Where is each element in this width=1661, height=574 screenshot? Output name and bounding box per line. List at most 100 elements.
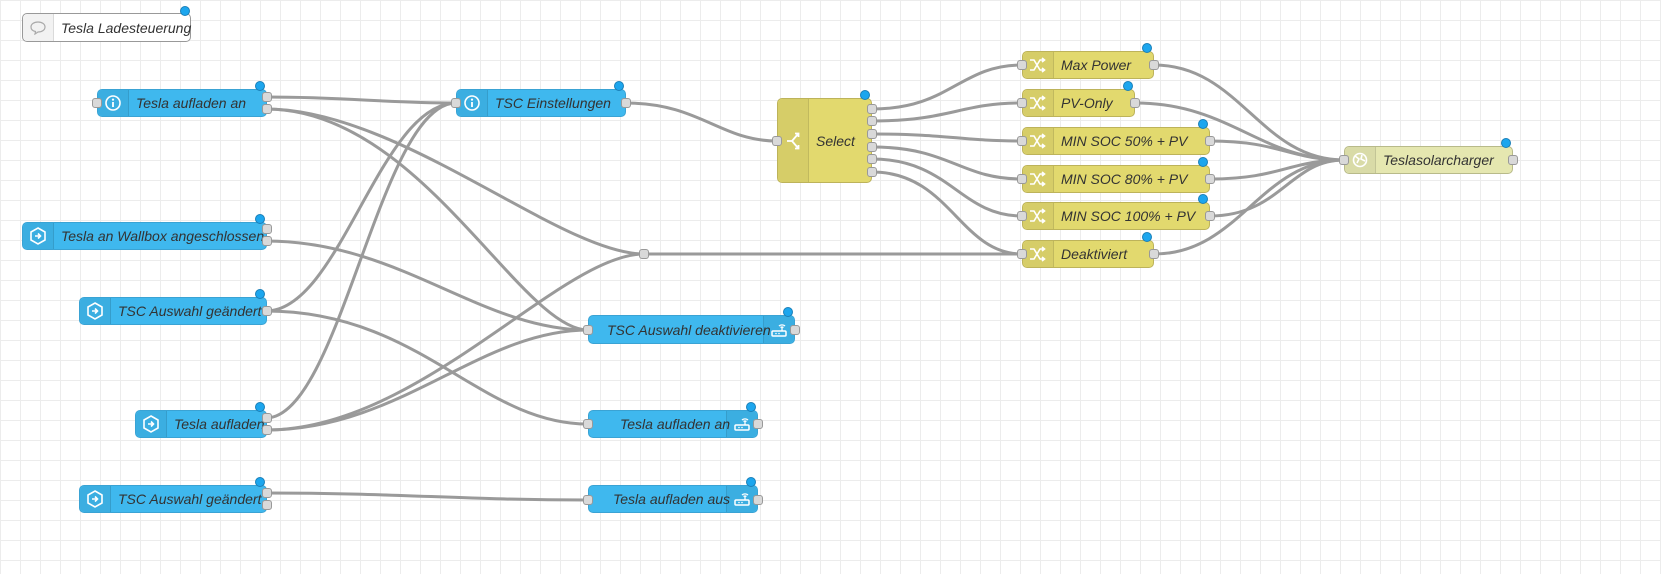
input-port[interactable] <box>1017 249 1027 259</box>
comment-label: Tesla Ladesteuerung <box>61 19 192 36</box>
node-select-switch[interactable]: Select <box>777 98 872 183</box>
output-port[interactable] <box>753 419 763 429</box>
output-port[interactable] <box>867 116 877 126</box>
output-port[interactable] <box>1508 155 1518 165</box>
node-label: TSC Auswahl geändert <box>118 491 262 507</box>
node-tesla-wallbox[interactable]: Tesla an Wallbox angeschlossen <box>22 222 267 250</box>
output-port[interactable] <box>262 500 272 510</box>
node-tesla-aufladen-aus-output[interactable]: Tesla aufladen aus <box>588 485 758 513</box>
node-tesla-aufladen-an-input[interactable]: Tesla aufladen an <box>97 89 267 117</box>
node-deaktiviert[interactable]: Deaktiviert <box>1022 240 1154 268</box>
input-port[interactable] <box>1017 211 1027 221</box>
status-dot <box>746 477 756 487</box>
status-dot <box>180 6 190 16</box>
output-port[interactable] <box>867 154 877 164</box>
input-port[interactable] <box>1017 174 1027 184</box>
input-port[interactable] <box>772 136 782 146</box>
node-min-soc-80[interactable]: MIN SOC 80% + PV <box>1022 165 1210 193</box>
output-port[interactable] <box>262 224 272 234</box>
switch-icon <box>787 132 800 149</box>
node-label: Tesla an Wallbox angeschlossen <box>61 228 265 244</box>
info-icon <box>464 95 480 111</box>
shuffle-icon-area <box>1023 128 1054 154</box>
output-port[interactable] <box>1205 211 1215 221</box>
input-port[interactable] <box>1017 136 1027 146</box>
router-icon-area <box>726 486 757 512</box>
output-port[interactable] <box>262 104 272 114</box>
wire <box>871 101 1023 123</box>
output-port[interactable] <box>262 413 272 423</box>
node-label: Tesla aufladen an <box>620 416 731 432</box>
node-teslasolarcharger[interactable]: Teslasolarcharger <box>1344 146 1513 174</box>
node-min-soc-100[interactable]: MIN SOC 100% + PV <box>1022 202 1210 230</box>
output-port[interactable] <box>1130 98 1140 108</box>
output-port[interactable] <box>1149 249 1159 259</box>
node-label: Select <box>816 132 855 149</box>
comment-icon-area <box>23 14 54 41</box>
info-icon <box>105 95 121 111</box>
node-tsc-einstellungen[interactable]: TSC Einstellungen <box>456 89 626 117</box>
input-port[interactable] <box>1339 155 1349 165</box>
input-port[interactable] <box>1017 60 1027 70</box>
node-tsc-auswahl-geaendert-2[interactable]: TSC Auswahl geändert <box>79 485 267 513</box>
output-port[interactable] <box>753 495 763 505</box>
node-tsc-auswahl-deaktivieren[interactable]: TSC Auswahl deaktivieren <box>588 315 795 344</box>
output-port[interactable] <box>262 236 272 246</box>
output-port[interactable] <box>262 488 272 498</box>
input-port[interactable] <box>583 325 593 335</box>
node-tesla-aufladen-an-output[interactable]: Tesla aufladen an <box>588 410 758 438</box>
info-icon-area <box>98 90 129 116</box>
node-max-power[interactable]: Max Power <box>1022 51 1154 79</box>
router-icon-area <box>726 411 757 437</box>
node-tsc-auswahl-geaendert-1[interactable]: TSC Auswahl geändert <box>79 297 267 325</box>
shuffle-icon-area <box>1023 166 1054 192</box>
output-port[interactable] <box>867 104 877 114</box>
wire <box>871 145 1023 181</box>
output-port[interactable] <box>1149 60 1159 70</box>
node-label: MIN SOC 50% + PV <box>1061 133 1188 149</box>
node-label: TSC Auswahl deaktivieren <box>607 321 771 338</box>
output-port[interactable] <box>1205 136 1215 146</box>
router-icon-area <box>763 316 794 343</box>
input-port[interactable] <box>1017 98 1027 108</box>
node-label: TSC Einstellungen <box>495 95 611 111</box>
input-port[interactable] <box>451 98 461 108</box>
wire <box>265 309 589 426</box>
input-port[interactable] <box>92 98 102 108</box>
output-port[interactable] <box>262 92 272 102</box>
input-port[interactable] <box>583 495 593 505</box>
wire <box>265 107 645 256</box>
output-port[interactable] <box>790 325 800 335</box>
hexagon-icon-area <box>23 223 54 249</box>
status-dot <box>1501 138 1511 148</box>
wire <box>265 491 589 502</box>
router-icon <box>771 323 787 337</box>
output-port[interactable] <box>262 425 272 435</box>
wire <box>265 107 589 332</box>
comment-node[interactable]: Tesla Ladesteuerung <box>22 13 191 42</box>
hexagon-arrow-icon <box>87 302 103 320</box>
node-pv-only[interactable]: PV-Only <box>1022 89 1135 117</box>
output-port[interactable] <box>867 129 877 139</box>
output-port[interactable] <box>867 142 877 152</box>
info-icon-area <box>457 90 488 116</box>
wire-junction[interactable] <box>639 249 649 259</box>
shuffle-icon-area <box>1023 241 1054 267</box>
output-port[interactable] <box>621 98 631 108</box>
output-port[interactable] <box>262 306 272 316</box>
input-port[interactable] <box>583 419 593 429</box>
node-label: PV-Only <box>1061 95 1113 111</box>
node-label: Tesla aufladen aus <box>613 491 731 507</box>
wire <box>871 63 1023 111</box>
output-port[interactable] <box>867 167 877 177</box>
node-min-soc-50[interactable]: MIN SOC 50% + PV <box>1022 127 1210 155</box>
wire <box>265 239 589 332</box>
hexagon-icon-area <box>136 411 167 437</box>
hexagon-icon-area <box>80 486 111 512</box>
status-dot <box>255 214 265 224</box>
output-port[interactable] <box>1205 174 1215 184</box>
status-dot <box>783 307 793 317</box>
node-tesla-aufladen[interactable]: Tesla aufladen <box>135 410 267 438</box>
